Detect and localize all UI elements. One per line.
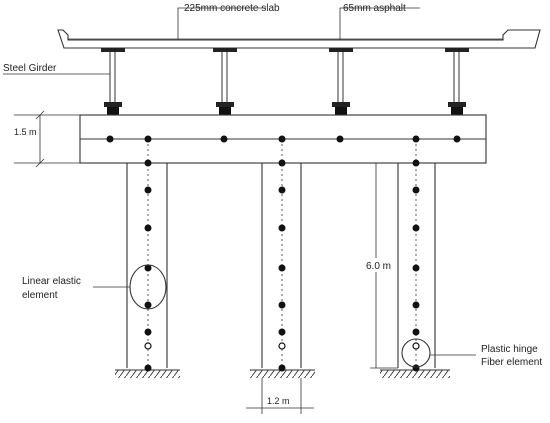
node [453, 135, 461, 143]
hinge-node [278, 342, 286, 350]
plastic-hinge-label-line2: Fiber element [481, 357, 542, 368]
slab-leader [177, 7, 266, 40]
hinge-node [144, 342, 152, 350]
node [220, 135, 228, 143]
node [106, 135, 114, 143]
column-height-label-bg [365, 258, 389, 272]
girder-label: Steel Girder [3, 63, 57, 74]
plastic-hinge-label-line1: Plastic hinge [481, 344, 538, 355]
node [278, 159, 286, 167]
node [144, 135, 152, 143]
node [278, 186, 286, 194]
node [412, 135, 420, 143]
node [412, 159, 420, 167]
girder [329, 48, 353, 115]
node [412, 186, 420, 194]
column-left [126, 139, 168, 370]
column-width-label: 1.2 m [267, 396, 290, 406]
slab-label: 225mm concrete slab [184, 3, 280, 14]
node [278, 135, 286, 143]
deck [57, 29, 541, 49]
linear-elastic-label-line1: Linear elastic [22, 276, 81, 287]
column-width-dimension [246, 378, 314, 414]
node [412, 364, 420, 372]
cap-nodes [106, 135, 461, 143]
deck-slab [57, 29, 541, 49]
girders [101, 48, 469, 115]
node [278, 224, 286, 232]
girder [101, 48, 125, 115]
node [144, 159, 152, 167]
node [144, 328, 152, 336]
node [144, 301, 152, 309]
node [144, 186, 152, 194]
asphalt-label: 65mm asphalt [343, 3, 406, 14]
node [144, 264, 152, 272]
asphalt-leader [339, 7, 420, 40]
node [144, 364, 152, 372]
node [336, 135, 344, 143]
column-nodes-left [144, 159, 152, 372]
node [278, 328, 286, 336]
columns [126, 139, 436, 370]
column-middle [261, 139, 302, 370]
node [412, 301, 420, 309]
plastic-hinge-highlight [401, 338, 431, 368]
column-nodes-middle [278, 159, 286, 372]
node [278, 364, 286, 372]
node [278, 264, 286, 272]
girder [213, 48, 237, 115]
node [144, 224, 152, 232]
cap-depth-dimension [14, 110, 80, 168]
column-right [397, 139, 436, 370]
hinge-node [412, 342, 420, 350]
column-height-label: 6.0 m [366, 261, 391, 272]
node [278, 301, 286, 309]
node [412, 264, 420, 272]
node [412, 224, 420, 232]
girder [445, 48, 469, 115]
linear-elastic-label-line2: element [22, 290, 58, 301]
column-nodes-right [412, 159, 420, 372]
node [412, 328, 420, 336]
cap-depth-label: 1.5 m [14, 127, 37, 137]
